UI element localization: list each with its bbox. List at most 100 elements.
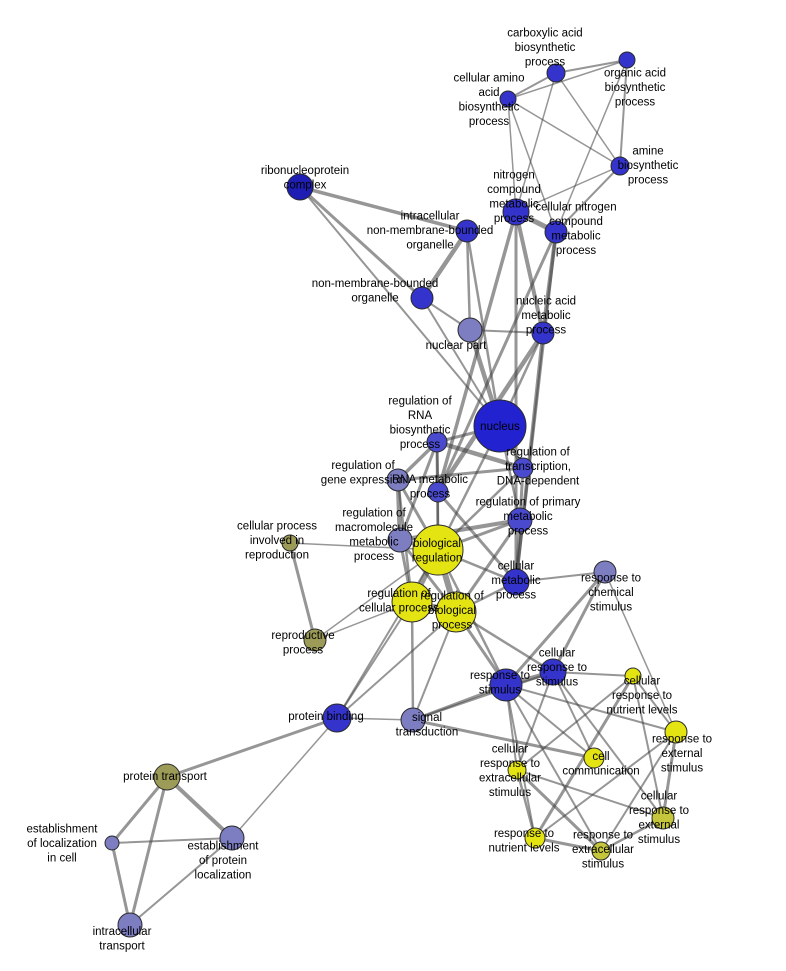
edge-protein_transport--est_protein_localization bbox=[165, 775, 234, 840]
node-rna_metabolic[interactable] bbox=[427, 481, 449, 503]
edge-est_protein_localization--intracellular_transport bbox=[129, 837, 233, 926]
edge-response_external--cellular_response_external bbox=[661, 730, 678, 820]
node-biological_regulation[interactable] bbox=[412, 524, 464, 576]
edge-cellular_amino_acid_bp--amine_bp bbox=[507, 98, 621, 167]
edge-reg_rna_biosynthetic--reg_macromolecule_mp bbox=[398, 440, 439, 542]
node-cellular_response_external[interactable] bbox=[651, 806, 675, 830]
edge-est_protein_localization--protein_binding bbox=[231, 717, 338, 839]
node-reg_rna_biosynthetic[interactable] bbox=[426, 431, 448, 453]
node-protein_binding[interactable] bbox=[322, 703, 352, 733]
node-reg_biological_process[interactable] bbox=[435, 591, 477, 633]
edge-carboxylic_acid_bp--nitrogen_compound_mp bbox=[515, 72, 557, 213]
edge-response_external--response_nutrient bbox=[534, 731, 677, 839]
node-cellular_response_stimulus[interactable] bbox=[539, 658, 567, 686]
edges-layer bbox=[110, 59, 678, 927]
node-organic_acid_bp[interactable] bbox=[618, 51, 636, 69]
edge-est_protein_localization--est_localization_cell bbox=[111, 837, 233, 844]
edge-rnp_complex--nmb_organelle bbox=[298, 185, 424, 300]
node-protein_transport[interactable] bbox=[153, 763, 181, 791]
node-est_localization_cell[interactable] bbox=[104, 835, 120, 851]
node-nitrogen_compound_mp[interactable] bbox=[502, 198, 530, 226]
edge-response_chemical--cellular_metabolic bbox=[515, 571, 606, 583]
node-response_extracellular[interactable] bbox=[591, 841, 611, 861]
edge-response_external--response_extracellular bbox=[600, 731, 677, 852]
node-nucleus[interactable] bbox=[473, 399, 527, 453]
node-carboxylic_acid_bp[interactable] bbox=[546, 63, 566, 83]
edge-cp_involved_reproduction--reproductive_process bbox=[288, 541, 317, 642]
edge-response_stimulus--response_extracellular bbox=[505, 684, 602, 852]
edge-response_stimulus--response_chemical bbox=[504, 570, 607, 687]
edge-reg_rna_biosynthetic--reg_transcription_dna bbox=[434, 439, 526, 471]
edge-protein_binding--reg_biological_process bbox=[336, 611, 457, 719]
node-cp_involved_reproduction[interactable] bbox=[281, 534, 299, 552]
node-cellular_nitrogen_compound_mp[interactable] bbox=[544, 220, 568, 244]
node-intracellular_nmb_organelle[interactable] bbox=[455, 219, 479, 243]
edge-carboxylic_acid_bp--amine_bp bbox=[555, 72, 621, 167]
node-response_stimulus[interactable] bbox=[489, 668, 523, 702]
edge-amine_bp--cellular_nitrogen_compound_mp bbox=[555, 165, 621, 233]
node-reproductive_process[interactable] bbox=[303, 628, 327, 652]
edge-intracellular_nmb_organelle--nmb_organelle bbox=[419, 228, 470, 301]
edge-cellular_response_stimulus--cell_communication bbox=[552, 671, 595, 759]
edge-protein_transport--est_localization_cell bbox=[110, 775, 169, 845]
node-reg_primary_mp[interactable] bbox=[507, 507, 533, 533]
edge-organic_acid_bp--amine_bp bbox=[619, 59, 628, 167]
node-response_chemical[interactable] bbox=[593, 560, 617, 584]
edge-nucleic_acid_mp--cellular_metabolic bbox=[514, 331, 545, 584]
edge-reg_transcription_dna--reg_gene_expression bbox=[396, 466, 525, 482]
node-cellular_response_extracellular[interactable] bbox=[507, 760, 527, 780]
node-cellular_response_nutrient[interactable] bbox=[624, 667, 642, 685]
node-reg_cellular_process[interactable] bbox=[391, 581, 433, 623]
edge-cellular_response_nutrient--response_external bbox=[632, 675, 677, 733]
edge-protein_binding--biological_regulation bbox=[336, 549, 439, 719]
edge-protein_binding--protein_transport bbox=[165, 716, 339, 779]
edge-response_extracellular--cellular_response_extracellular bbox=[515, 768, 603, 853]
edge-rna_metabolic--cellular_metabolic bbox=[436, 490, 518, 584]
edge-organic_acid_bp--cellular_nitrogen_compound_mp bbox=[555, 59, 628, 233]
edge-signal_transduction--cell_communication bbox=[411, 718, 596, 760]
nodes-layer bbox=[104, 51, 688, 938]
node-response_nutrient[interactable] bbox=[524, 827, 546, 849]
node-reg_gene_expression[interactable] bbox=[386, 468, 410, 492]
node-nmb_organelle[interactable] bbox=[410, 286, 434, 310]
edge-cellular_response_stimulus--cellular_response_external bbox=[552, 671, 664, 819]
edge-response_stimulus--response_external bbox=[505, 684, 677, 733]
edge-carboxylic_acid_bp--organic_acid_bp bbox=[555, 59, 628, 74]
edge-response_nutrient--response_extracellular bbox=[533, 836, 603, 853]
edge-amine_bp--nitrogen_compound_mp bbox=[515, 165, 621, 213]
edge-nitrogen_compound_mp--nucleic_acid_mp bbox=[514, 210, 545, 335]
node-signal_transduction[interactable] bbox=[400, 707, 426, 733]
edge-cellular_response_stimulus--response_chemical bbox=[551, 570, 607, 674]
node-rnp_complex[interactable] bbox=[286, 173, 314, 201]
node-intracellular_transport[interactable] bbox=[117, 912, 143, 938]
edge-response_stimulus--cell_communication bbox=[505, 684, 595, 759]
node-nuclear_part[interactable] bbox=[457, 317, 483, 343]
edge-cellular_amino_acid_bp--cellular_nitrogen_compound_mp bbox=[507, 98, 557, 233]
edge-response_extracellular--cellular_response_external bbox=[599, 816, 665, 853]
node-cellular_metabolic[interactable] bbox=[502, 568, 530, 596]
edge-response_chemical--response_external bbox=[604, 571, 677, 733]
node-est_protein_localization[interactable] bbox=[219, 825, 245, 851]
edge-organic_acid_bp--cellular_amino_acid_bp bbox=[507, 59, 628, 100]
edge-cellular_amino_acid_bp--nitrogen_compound_mp bbox=[507, 98, 517, 213]
node-response_external[interactable] bbox=[664, 720, 688, 744]
node-cellular_amino_acid_bp[interactable] bbox=[499, 90, 517, 108]
edge-rnp_complex--intracellular_nmb_organelle bbox=[298, 185, 469, 233]
edge-response_nutrient--cellular_response_extracellular bbox=[515, 768, 537, 840]
edge-intracellular_nmb_organelle--nuclear_part bbox=[465, 229, 472, 332]
node-cell_communication[interactable] bbox=[583, 747, 605, 769]
edge-cellular_response_nutrient--cellular_response_external bbox=[632, 675, 664, 819]
edge-cellular_response_stimulus--cellular_response_extracellular bbox=[516, 671, 554, 771]
node-amine_bp[interactable] bbox=[610, 156, 630, 176]
node-reg_macromolecule_mp[interactable] bbox=[387, 527, 413, 553]
node-reg_transcription_dna[interactable] bbox=[512, 457, 534, 479]
edge-est_localization_cell--intracellular_transport bbox=[110, 841, 132, 927]
node-nucleic_acid_mp[interactable] bbox=[531, 321, 555, 345]
